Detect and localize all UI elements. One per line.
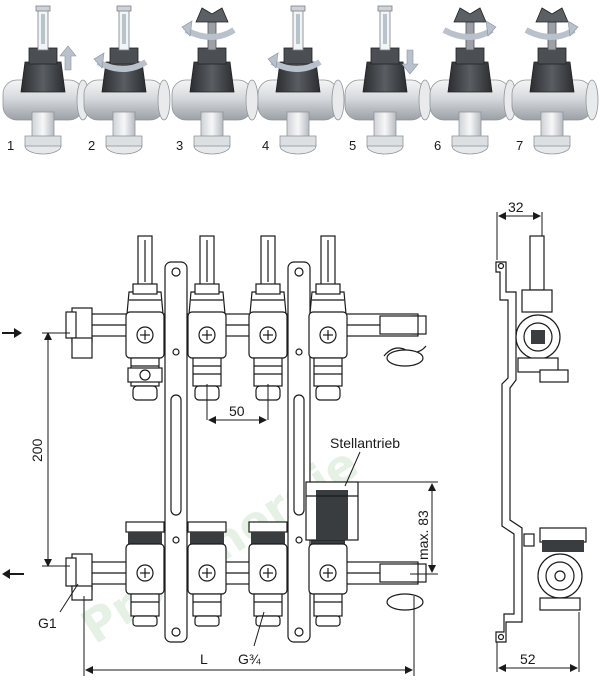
step-number-6: 6 [434,138,441,153]
dimension-height [42,332,70,567]
valve-steps-row: 1 2 3 4 5 6 7 [2,5,599,155]
dimension-bottom-width [496,612,580,672]
valve-step-1: 1 [2,5,90,155]
lower-valve-2 [187,521,227,627]
step-number-2: 2 [88,138,95,153]
valve-step-4: 4 [257,5,345,155]
dimension-length-label: L [200,651,208,667]
step-number-4: 4 [262,138,269,153]
step-number-7: 7 [516,138,523,153]
step-number-1: 1 [7,138,14,153]
lower-valve-set [125,521,348,627]
step-number-5: 5 [349,138,356,153]
mounting-bracket-right [287,261,311,643]
fill-valve-upper [127,367,163,383]
valve-step-3: 3 [171,7,259,155]
thread-main-callout [59,583,79,613]
actuator-callout [344,451,361,487]
mounting-bracket-left [164,261,188,643]
vent-fitting-lower [379,563,424,611]
dimension-top-width-label: 32 [508,199,524,215]
upper-valve-2 [187,235,227,401]
lower-valve-1 [125,521,165,627]
manifold-front-view [65,235,427,643]
actuator-label: Stellantrieb [330,435,400,451]
valve-step-7: 7 [511,7,599,155]
dimension-bottom-width-label: 52 [520,651,536,667]
valve-step-6: 6 [429,7,517,155]
dimension-max-height [358,481,438,575]
vent-fitting-upper [379,315,427,367]
valve-step-5: 5 [344,5,432,155]
step-number-3: 3 [176,138,183,153]
dimension-spacing [206,384,269,424]
dimension-max-height-label: max. 83 [415,510,431,560]
thread-main-label: G1 [38,615,57,631]
thread-outlet-label: G¾ [238,651,261,667]
upper-valve-1 [125,235,165,401]
thread-outlet-callout [253,611,265,647]
flow-arrow-inlet [2,328,22,338]
upper-valve-3 [248,235,288,401]
dimension-top-width [496,212,543,260]
dimension-height-label: 200 [29,438,45,462]
upper-valve-4 [308,235,348,401]
manifold-side-view [495,235,587,643]
lower-valve-3 [248,521,288,627]
actuator [305,481,359,541]
valve-step-2: 2 [83,5,171,155]
upper-manifold-bar [65,307,427,359]
upper-valve-set [125,235,348,401]
flow-arrow-return [2,569,24,579]
dimension-length [83,596,415,676]
dimension-spacing-label: 50 [229,403,245,419]
